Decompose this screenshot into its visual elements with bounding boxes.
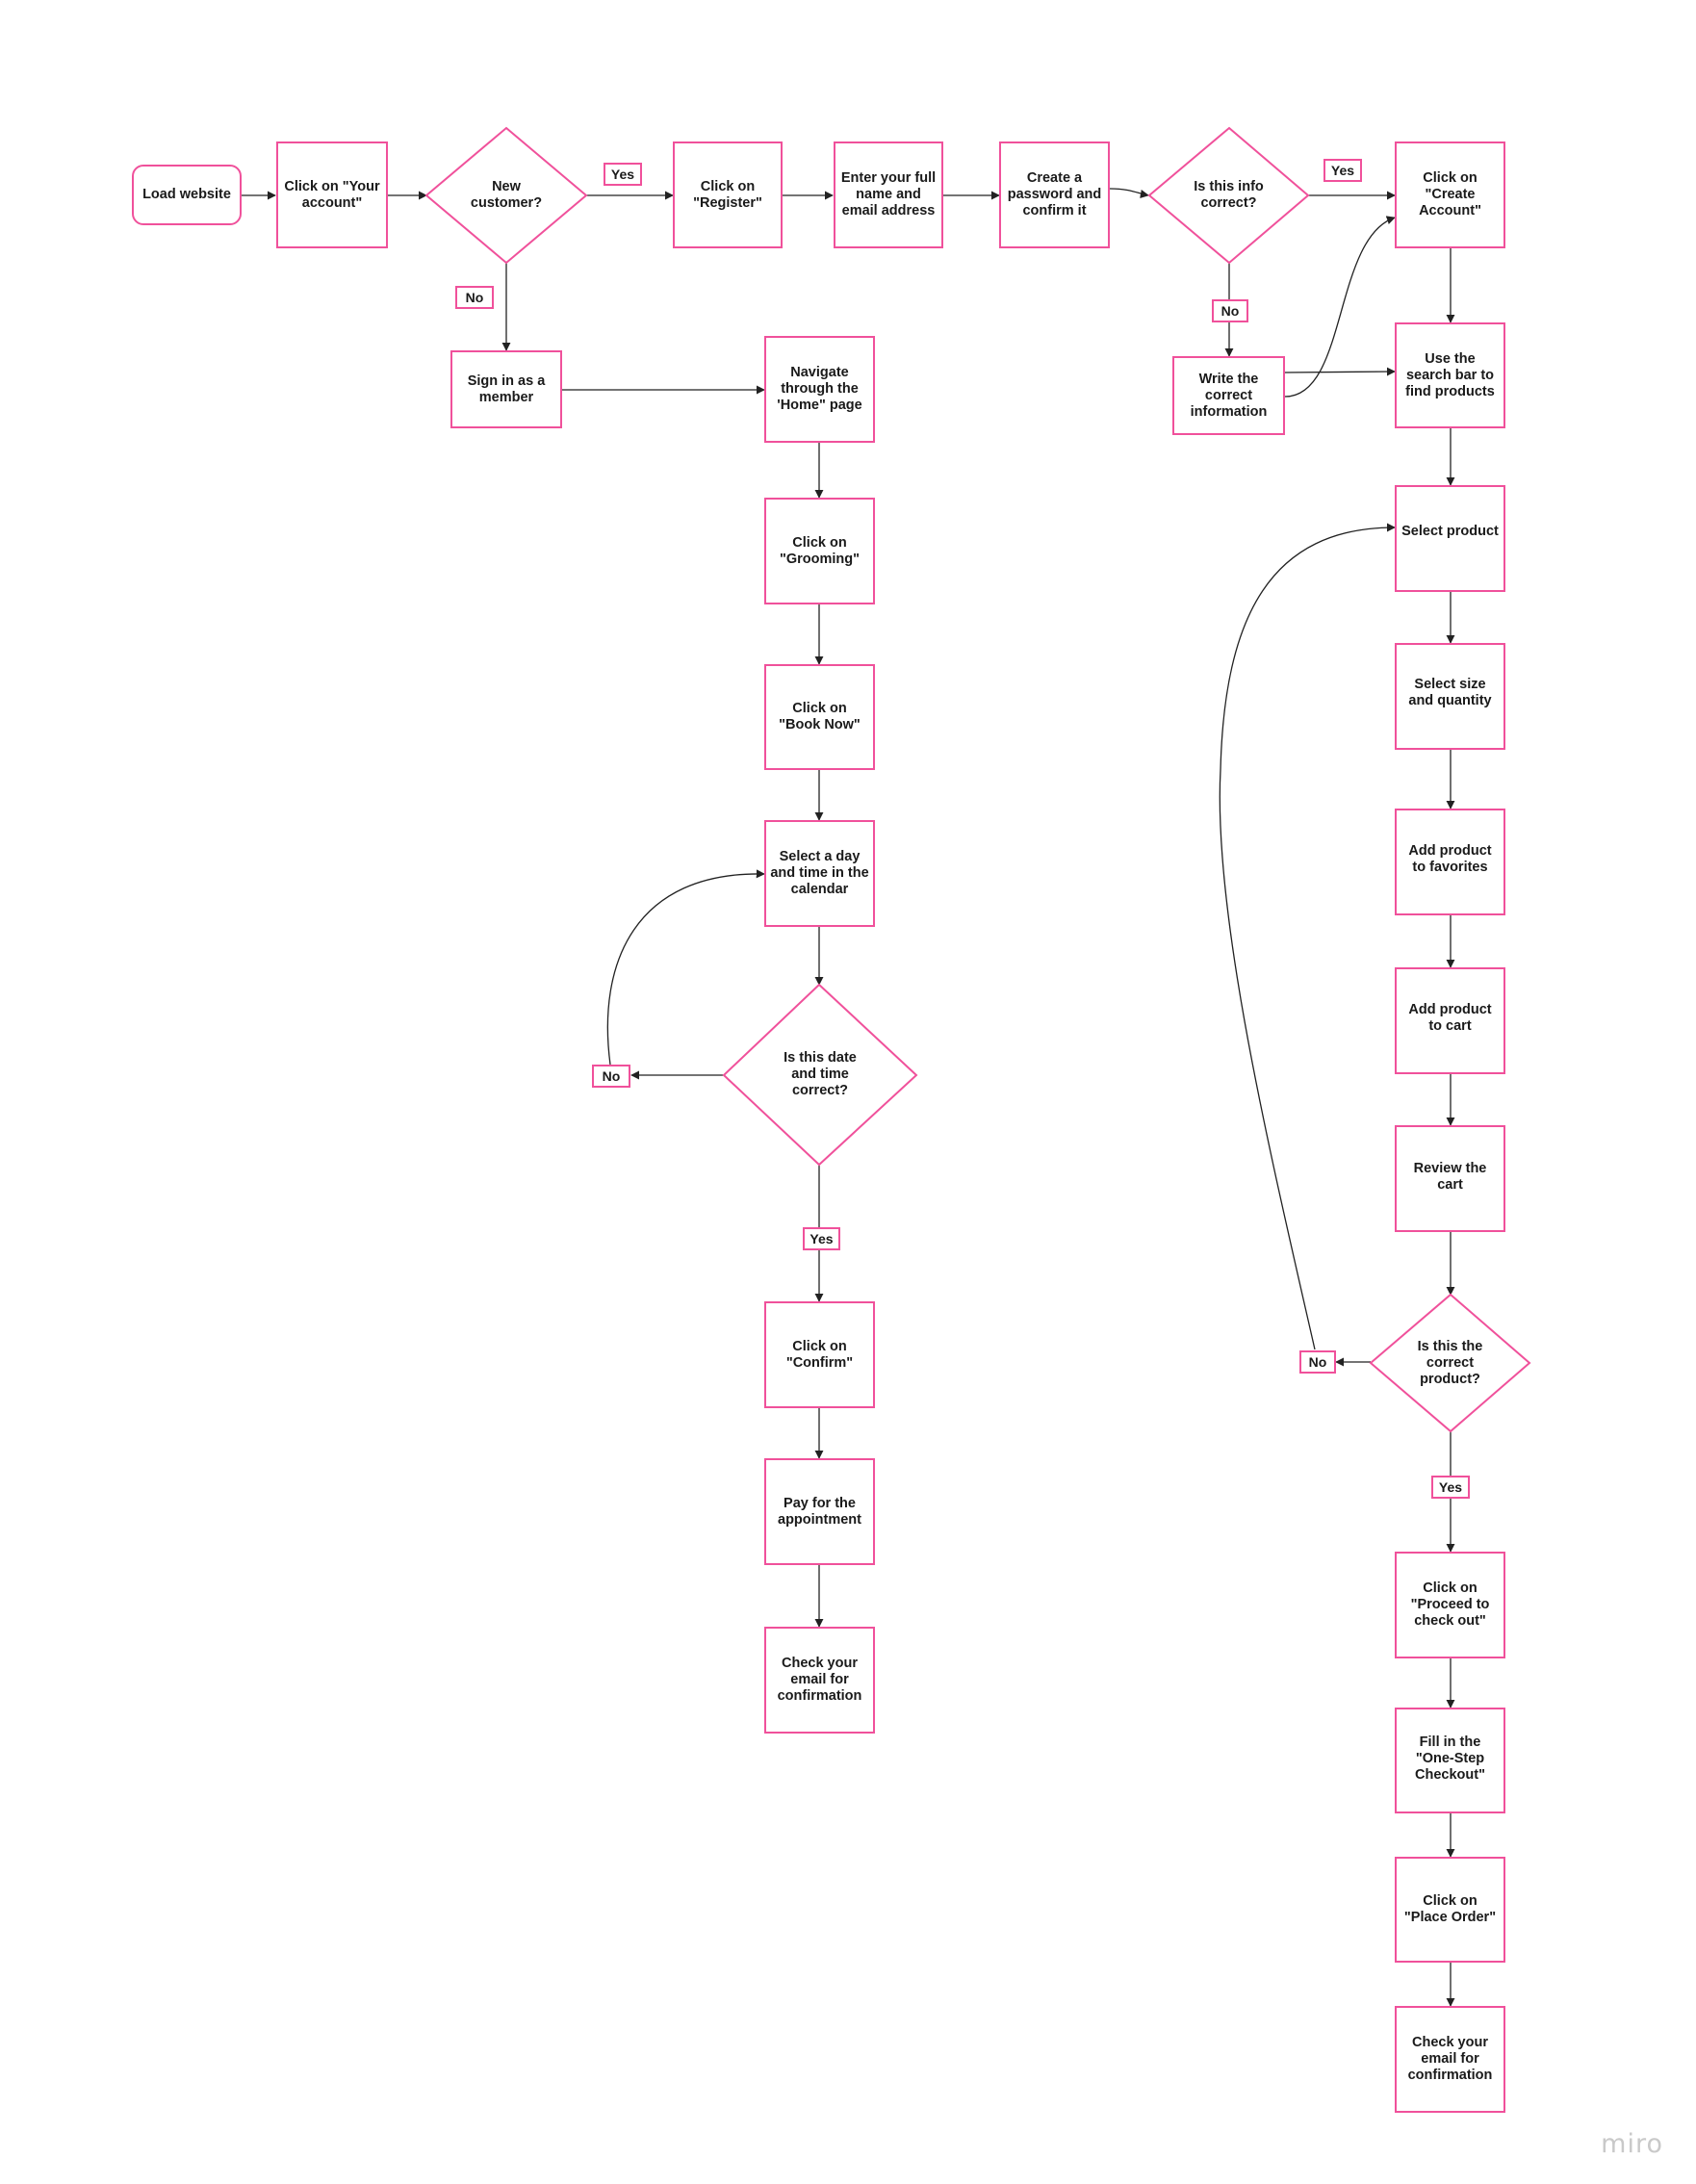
tag-no-info-correct: No [1212,299,1248,322]
node-click-create-account: Click on "Create Account" [1395,141,1505,248]
node-navigate-home: Navigate through the 'Home" page [764,336,875,443]
edge-no-to-selectday [606,869,765,1066]
node-write-correct-info: Write the correct information [1172,356,1285,435]
node-sign-in-member: Sign in as a member [450,350,562,428]
node-check-email-order: Check your email for confirmation [1395,2006,1505,2113]
node-proceed-checkout: Click on "Proceed to check out" [1395,1552,1505,1658]
node-click-grooming: Click on "Grooming" [764,498,875,604]
edge-no-to-selectproduct [1219,523,1396,1350]
node-use-search-bar: Use the search bar to find products [1395,322,1505,428]
decision-info-correct-shape [1147,126,1310,265]
tag-yes-product-correct: Yes [1431,1476,1470,1499]
node-select-product: Select product [1395,485,1505,592]
decision-new-customer: New customer? [470,179,543,211]
edge-password-to-infocorrect [1109,188,1149,199]
tag-no-product-correct: No [1299,1350,1336,1374]
tag-yes-date-correct: Yes [803,1227,840,1250]
decision-date-correct-shape [722,983,918,1167]
node-pay-appointment: Pay for the appointment [764,1458,875,1565]
tag-yes-info-correct: Yes [1323,159,1362,182]
tag-no-date-correct: No [592,1065,630,1088]
decision-date-correct: Is this date and time correct? [784,1050,857,1098]
node-select-day-time: Select a day and time in the calendar [764,820,875,927]
decision-product-correct-shape [1369,1293,1531,1433]
miro-watermark: miro [1601,2129,1663,2159]
node-review-cart: Review the cart [1395,1125,1505,1232]
edge-writeinfo-to-createaccount [1284,216,1396,398]
node-place-order: Click on "Place Order" [1395,1857,1505,1963]
node-add-cart: Add product to cart [1395,967,1505,1074]
tag-yes-new-customer: Yes [604,163,642,186]
node-create-password: Create a password and confirm it [999,141,1110,248]
node-enter-name-email: Enter your full name and email address [834,141,943,248]
decision-product-correct: Is this the correct product? [1417,1338,1483,1387]
decision-info-correct: Is this info correct? [1194,179,1264,211]
edge-writeinfo-to-searchbar [1284,367,1396,376]
node-click-confirm: Click on "Confirm" [764,1301,875,1408]
decision-new-customer-shape [424,126,588,265]
node-select-size-qty: Select size and quantity [1395,643,1505,750]
node-add-favorites: Add product to favorites [1395,809,1505,915]
node-click-your-account: Click on "Your account" [276,141,388,248]
node-click-book-now: Click on "Book Now" [764,664,875,770]
node-click-register: Click on "Register" [673,141,783,248]
node-check-email-appointment: Check your email for confirmation [764,1627,875,1734]
tag-no-new-customer: No [455,286,494,309]
node-fill-one-step: Fill in the "One-Step Checkout" [1395,1708,1505,1813]
node-load-website: Load website [132,165,242,225]
